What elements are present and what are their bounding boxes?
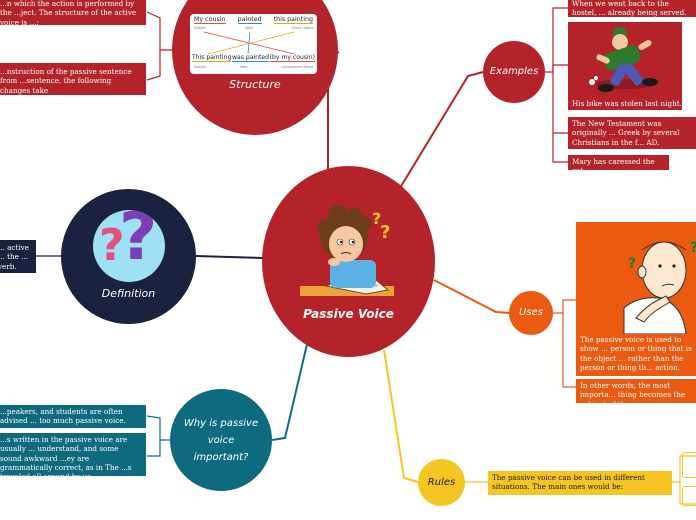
definition-node[interactable]: ? ? Definition [61,189,196,324]
passive-agent: (by my cousin) [269,54,315,62]
definition-note[interactable]: ... active ... the ... verb. [0,240,36,273]
active-subject: My cousin [194,16,226,24]
why-note-2[interactable]: ...s written in the passive voice are us… [0,433,146,481]
active-verb: painted [237,16,262,24]
passive-subject: This painting [192,54,232,62]
examples-node[interactable]: Examples [483,41,545,103]
structure-label: Structure [229,77,281,91]
passive-role-verb: Verb [240,65,248,69]
example-2-text: His bike was stolen last night. [572,98,682,108]
central-title: Passive Voice [303,307,394,321]
passive-role-subject: Subject [194,65,207,69]
use-1[interactable]: ? ? The passive voice is used to show ..… [576,222,696,376]
active-role-object: Direct Object [291,26,313,30]
example-4[interactable]: Mary has caressed the cat. [568,155,669,175]
structure-note-1[interactable]: ...n which the action is performed by th… [0,0,146,27]
svg-text:?: ? [372,209,381,228]
uses-node[interactable]: Uses [509,291,553,335]
svg-text:?: ? [628,256,636,272]
uses-label: Uses [519,307,543,319]
rules-child-box-1 [682,452,696,478]
question-marks-icon: ? ? [93,210,165,282]
central-node[interactable]: ? ? Passive Voice [262,166,435,357]
why-note-1[interactable]: ...peakers, and students are often advis… [0,405,146,428]
passive-verb: was painted [232,54,270,62]
structure-arrows [203,31,295,55]
thinking-man-illustration: ? ? [623,240,696,334]
active-object: this painting [273,16,313,24]
use-1-text: The passive voice is used to show ... pe… [580,335,692,373]
rules-child-box-2 [682,486,696,506]
structure-node[interactable]: My cousin painted this painting Subject … [172,0,338,135]
active-role-subject: Subject [194,26,207,30]
rules-note[interactable]: The passive voice can be used in differe… [488,471,672,495]
use-2[interactable]: In other words, the most importa... thin… [576,379,696,409]
structure-diagram: My cousin painted this painting Subject … [190,14,317,74]
thinking-child-illustration: ? ? [300,205,394,296]
rules-node[interactable]: Rules [418,459,465,506]
example-1[interactable]: When we went back to the hostel, ... alr… [568,0,696,17]
rules-label: Rules [427,477,456,488]
definition-label: Definition [101,286,156,300]
example-3[interactable]: The New Testament was originally ... Gre… [568,117,696,149]
why-node[interactable]: Why is passive voice important? [170,389,272,491]
active-role-verb: Verb [245,26,253,30]
example-2[interactable]: His bike was stolen last night. [568,22,682,110]
fleeing-thief-illustration [576,25,674,98]
why-label: Why is passive voice important? [183,417,259,463]
structure-note-2[interactable]: ...nstruction of the passive sentence fr… [0,63,146,95]
examples-label: Examples [489,66,539,78]
svg-text:?: ? [690,240,696,256]
svg-text:?: ? [380,222,390,243]
passive-role-agent: Complement agent [281,65,313,69]
